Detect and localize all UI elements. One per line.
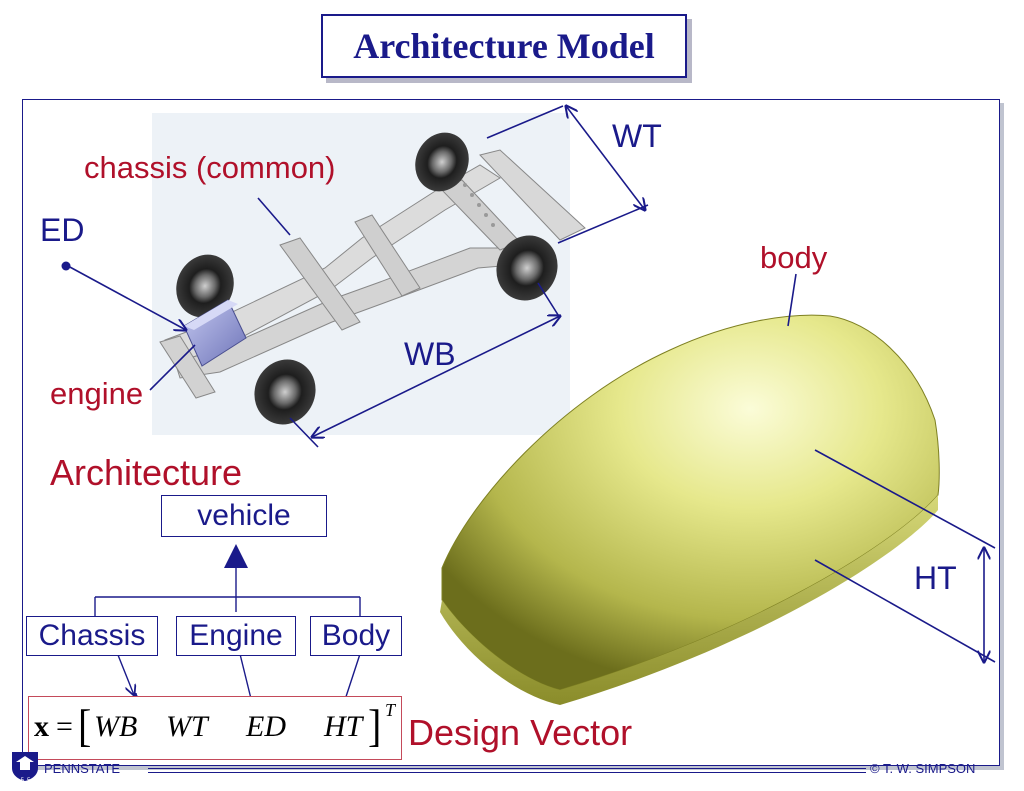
wb-label: WB [404,336,456,372]
body-label: body [760,240,828,275]
dimension-lines [67,106,996,662]
wheel-front-left [176,254,234,318]
inheritance-arrow [224,544,248,568]
transpose-superscript: T [385,700,396,720]
architecture-label: Architecture [50,452,243,493]
design-term-ht: HT [324,710,363,743]
penn-state-wordmark: PENNSTATE [44,761,121,776]
chassis-box: Chassis [26,616,158,656]
engine-label: engine [50,376,144,411]
penn-state-shield-icon [12,752,38,781]
vehicle-box: vehicle [161,495,327,537]
slide-title-box: Architecture Model [321,14,687,78]
design-vector-box [28,696,402,760]
wheel-rear-right [496,235,558,301]
footer-rule [148,768,866,773]
engine-block [183,299,247,367]
design-vector-label: Design Vector [408,712,633,753]
design-term-wb: WB [94,710,138,743]
vehicle-body [440,314,940,705]
close-bracket: ] [368,699,382,752]
wheel-front-right [254,359,316,425]
ed-dot [61,261,71,271]
copyright-text: © T. W. SIMPSON [870,761,976,776]
engine-box: Engine [176,616,296,656]
wheel-rear-left [415,132,469,192]
body-box: Body [310,616,402,656]
ed-label: ED [40,212,85,248]
wt-label: WT [612,118,662,154]
slide-title: Architecture Model [353,26,655,66]
chassis-frame [159,149,586,399]
open-bracket: [ [78,699,92,752]
design-term-wt: WT [166,710,208,743]
equals-sign: = [56,710,73,743]
hierarchy-lines [94,568,361,616]
design-term-ed: ED [246,710,286,743]
logo-year: 1855 [8,778,34,784]
chassis-common-label: chassis (common) [84,150,336,185]
ht-label: HT [914,560,957,596]
design-vector-symbol: x [34,710,49,743]
